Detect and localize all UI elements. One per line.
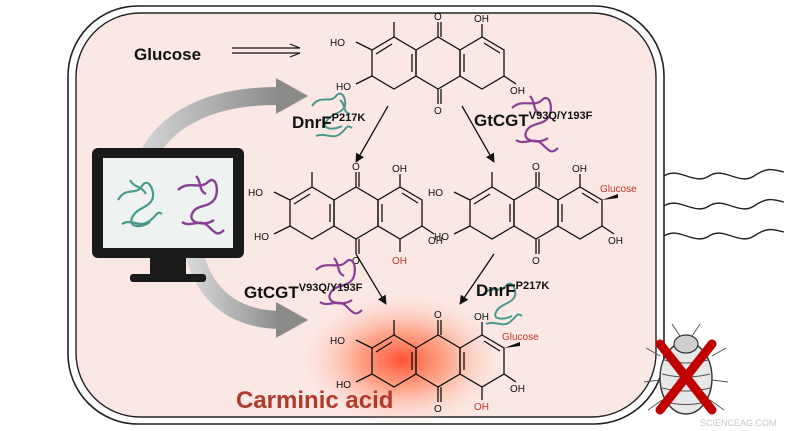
svg-text:DnrFP217K: DnrFP217K: [292, 112, 365, 132]
enzyme-gtcgt-bottom: GtCGTV93Q/Y193F: [244, 257, 363, 315]
atom-ho-left-1: HO: [248, 188, 263, 199]
structure-top: HO HO OH OH O O: [330, 12, 525, 117]
enzyme-gtcgt-top: GtCGTV93Q/Y193F: [474, 95, 593, 153]
atom-o-top-2: O: [434, 106, 442, 117]
enzyme-gtcgt-top-sup: V93Q/Y193F: [529, 110, 593, 122]
watermark: SCIENCEAG.COM: [700, 418, 777, 428]
svg-text:GtCGTV93Q/Y193F: GtCGTV93Q/Y193F: [244, 282, 363, 302]
atom-o-product-1: O: [434, 310, 442, 321]
enzyme-dnrf-top: DnrFP217K: [292, 92, 365, 138]
atom-ho-top-1: HO: [330, 38, 345, 49]
atom-oh-right-1: OH: [572, 164, 587, 175]
enzyme-dnrf-top-name: DnrF: [292, 113, 332, 132]
atom-oh-left-2: OH: [428, 236, 443, 247]
arrow-top-to-right: [461, 105, 495, 163]
enzyme-gtcgt-top-name: GtCGT: [474, 111, 529, 130]
atom-oh-right-2: OH: [608, 236, 623, 247]
atom-oh-left-1: OH: [392, 164, 407, 175]
protein-purple-icon: [511, 95, 559, 153]
atom-oh-product-new: OH: [474, 402, 489, 413]
arrow-top-to-left: [355, 105, 389, 163]
arrow-right-to-bottom: [459, 253, 495, 305]
enzyme-gtcgt-bottom-sup: V93Q/Y193F: [299, 282, 363, 294]
enzyme-dnrf-bottom-sup: P217K: [516, 280, 550, 292]
product-label: Carminic acid: [236, 387, 393, 414]
atom-o-product-2: O: [434, 404, 442, 415]
svg-text:DnrFP217K: DnrFP217K: [476, 280, 549, 300]
protein-teal-icon: [311, 92, 353, 138]
glucose-arrow: [232, 43, 301, 58]
atom-ho-product-1: HO: [330, 336, 345, 347]
structure-left: HO HO OH OH OH O O: [248, 162, 443, 267]
atom-glucose-right: Glucose: [600, 184, 637, 195]
atom-ho-right-1: HO: [428, 188, 443, 199]
atom-o-top-1: O: [434, 12, 442, 23]
atom-oh-left-new: OH: [392, 256, 407, 267]
atom-o-right-1: O: [532, 162, 540, 173]
protein-teal-icon: [481, 282, 523, 326]
glucose-label: Glucose: [134, 45, 201, 64]
atom-ho-right-2: HO: [434, 232, 449, 243]
atom-oh-top-2: OH: [510, 86, 525, 97]
atom-ho-top-2: HO: [336, 82, 351, 93]
structure-right: HO HO OH OH Glucose O O: [428, 162, 637, 267]
enzyme-dnrf-bottom: DnrFP217K: [476, 280, 549, 326]
atom-oh-product-1: OH: [474, 312, 489, 323]
atom-o-left-1: O: [352, 162, 360, 173]
enzyme-dnrf-top-sup: P217K: [332, 112, 366, 124]
atom-ho-left-2: HO: [254, 232, 269, 243]
atom-oh-product-2: OH: [510, 384, 525, 395]
atom-o-right-2: O: [532, 256, 540, 267]
atom-o-left-2: O: [352, 256, 360, 267]
product-glow: [302, 295, 502, 425]
red-x-icon: [655, 339, 717, 415]
protein-purple-icon: [315, 257, 363, 315]
enzyme-dnrf-bottom-name: DnrF: [476, 281, 516, 300]
computer-monitor-icon: [92, 148, 244, 282]
protein-teal-icon: [117, 179, 163, 228]
structure-product: HO HO OH OH OH Glucose O O: [330, 310, 539, 415]
flagella: [663, 168, 785, 240]
curved-arrow-bottom: [183, 231, 308, 338]
atom-glucose-product: Glucose: [502, 332, 539, 343]
svg-text:GtCGTV93Q/Y193F: GtCGTV93Q/Y193F: [474, 110, 593, 130]
enzyme-gtcgt-bottom-name: GtCGT: [244, 283, 299, 302]
atom-ho-product-2: HO: [336, 380, 351, 391]
atom-oh-top-1: OH: [474, 14, 489, 25]
protein-purple-icon: [177, 175, 225, 235]
arrow-left-to-bottom: [355, 253, 387, 305]
